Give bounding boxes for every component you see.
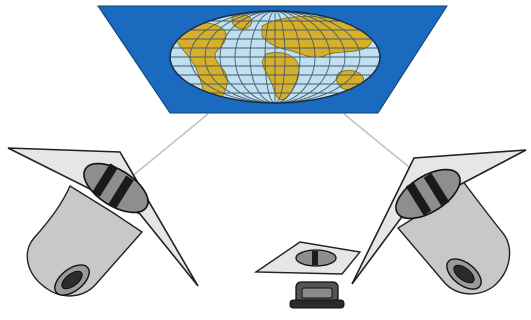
beam-right [344,114,420,176]
projection-screen [98,6,447,113]
beam-left [130,114,208,178]
world-map-icon [170,11,380,104]
projector-center [256,242,360,308]
projector-left [8,148,198,301]
projector-right [352,150,526,295]
